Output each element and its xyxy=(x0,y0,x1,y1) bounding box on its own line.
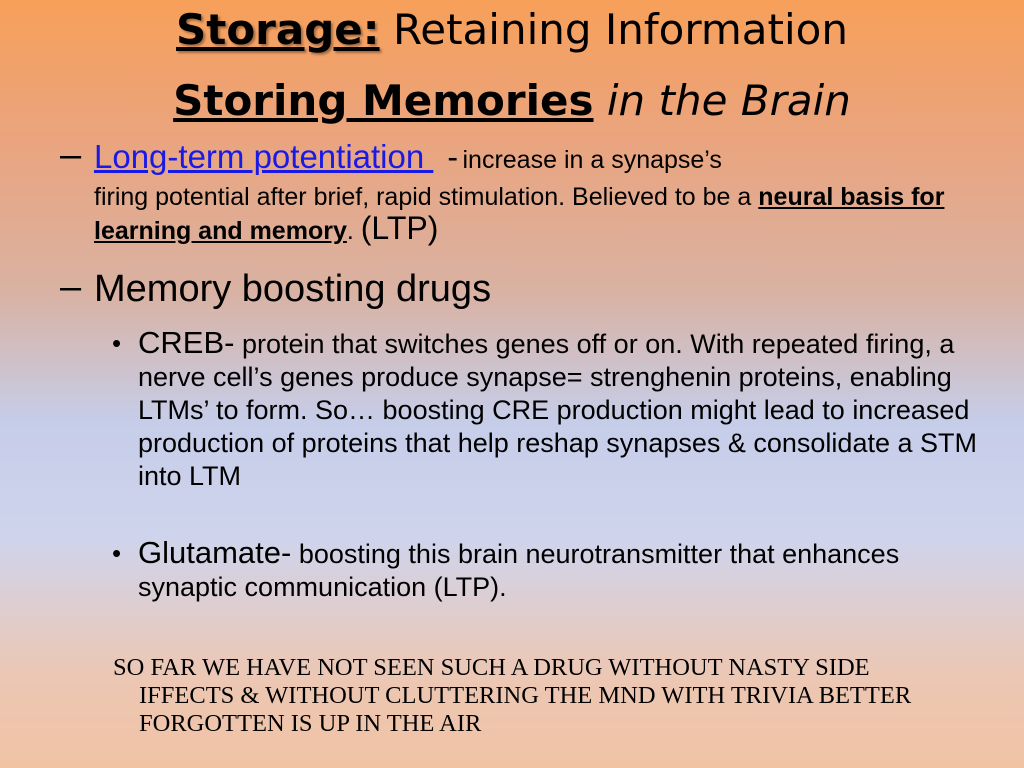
creb-term: CREB- xyxy=(138,325,235,360)
ltp-body-text: firing potential after brief, rapid stim… xyxy=(94,183,752,211)
creb-item: CREB- protein that switches genes off or… xyxy=(138,326,998,493)
ltp-period: . xyxy=(346,217,361,245)
glutamate-text: boosting this brain neurotransmitter tha… xyxy=(138,539,900,602)
dash-marker: – xyxy=(60,134,82,176)
ltp-body: firing potential after brief, rapid stim… xyxy=(94,182,1014,247)
ltp-tag: (LTP) xyxy=(360,210,439,246)
title-in-the-brain: in the Brain xyxy=(593,76,851,125)
title-line-1: Storage: Retaining Information xyxy=(0,2,1024,58)
slide-title: Storage: Retaining Information Storing M… xyxy=(0,2,1024,129)
long-term-potentiation-link[interactable]: Long-term potentiation xyxy=(94,138,434,175)
title-retaining: Retaining Information xyxy=(379,5,848,54)
dash-marker-2: – xyxy=(60,266,82,308)
glutamate-term: Glutamate- xyxy=(138,535,292,570)
title-storing-memories: Storing Memories xyxy=(173,76,594,125)
note-first-line: SO FAR WE HAVE NOT SEEN SUCH A DRUG WITH… xyxy=(113,654,870,681)
memory-drugs-heading: Memory boosting drugs xyxy=(94,268,492,310)
note-rest: IFFECTS & WITHOUT CLUTTERING THE MND WIT… xyxy=(139,682,912,737)
glutamate-bullet: • xyxy=(112,538,122,568)
creb-bullet: • xyxy=(112,328,122,358)
creb-text: protein that switches genes off or on. W… xyxy=(138,329,977,491)
title-storage: Storage: xyxy=(176,5,380,54)
ltp-bold-text: neural basis for learning and memory xyxy=(94,183,945,245)
ltp-lead-text: increase in a synapse’s xyxy=(462,146,722,174)
ltp-separator: - xyxy=(447,139,459,175)
glutamate-item: Glutamate- boosting this brain neurotran… xyxy=(138,536,998,604)
ltp-lead-line: Long-term potentiation - increase in a s… xyxy=(94,138,722,176)
closing-note: SO FAR WE HAVE NOT SEEN SUCH A DRUG WITH… xyxy=(113,654,1008,738)
title-line-2: Storing Memories in the Brain xyxy=(0,73,1024,129)
